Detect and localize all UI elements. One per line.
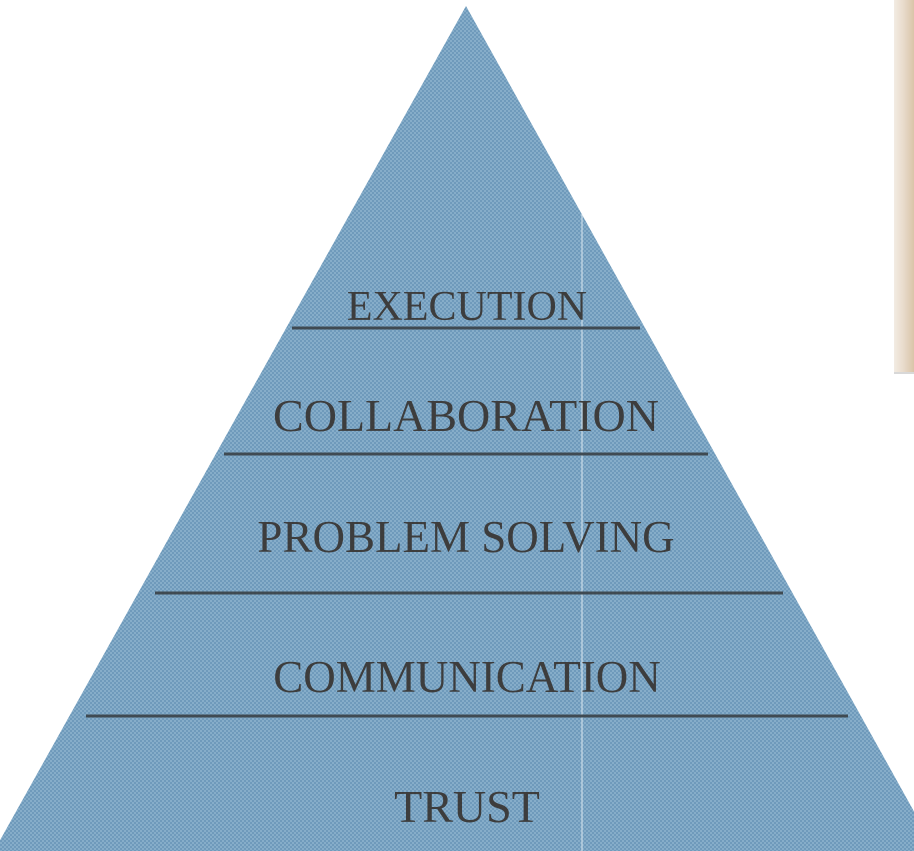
side-photo-fragment xyxy=(894,0,914,372)
layer-label-trust: TRUST xyxy=(394,781,540,832)
layer-label-communication: COMMUNICATION xyxy=(273,652,661,702)
pyramid-shape xyxy=(0,6,914,851)
layer-dividers xyxy=(86,326,848,718)
layer-label-collaboration: COLLABORATION xyxy=(273,390,659,441)
layer-label-problem-solving: PROBLEM SOLVING xyxy=(257,512,674,562)
layer-label-execution: EXECUTION xyxy=(347,284,587,330)
